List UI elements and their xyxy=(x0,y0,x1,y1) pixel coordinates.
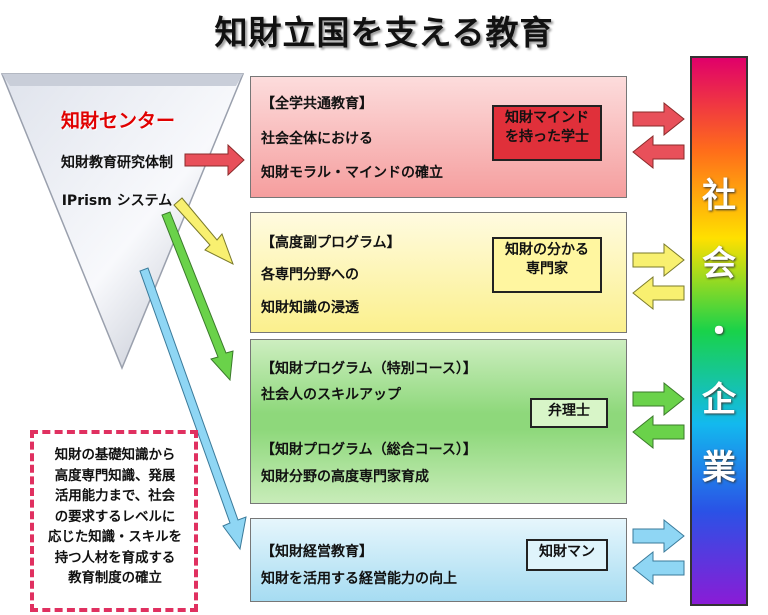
program-desc: 知財モラル・マインドの確立 xyxy=(261,165,443,181)
program-box-common: 【全学共通教育】 社会全体における 知財モラル・マインドの確立 知財マインド を… xyxy=(250,76,627,198)
program-box-management: 【知財経営教育】 知財を活用する経営能力の向上 知財マン xyxy=(250,518,627,602)
arrow-management-to-society xyxy=(632,518,685,554)
arrow-center-to-management xyxy=(139,267,247,551)
arrow-center-to-program xyxy=(161,211,234,382)
outcome-badge-bachelor: 知財マインド を持った学士 xyxy=(492,105,602,161)
center-name: 知財センター xyxy=(60,110,175,132)
badge-line: 弁理士 xyxy=(548,403,590,419)
center-line-system: IPrism システム xyxy=(61,193,173,209)
society-char: 社 xyxy=(702,176,736,216)
arrow-center-to-common xyxy=(184,143,245,177)
program-name: 【知財経営教育】 xyxy=(261,544,373,560)
arrow-center-to-minor xyxy=(173,197,234,266)
program-desc: 各専門分野への xyxy=(261,267,359,283)
badge-line: を持った学士 xyxy=(505,129,589,145)
note-line: 持つ人材を育成する xyxy=(54,550,176,566)
arrow-minor-to-society xyxy=(632,242,685,278)
program-name: 【知財プログラム（総合コース）】 xyxy=(261,442,477,458)
program-desc: 知財知識の浸透 xyxy=(261,300,359,316)
center-line-research: 知財教育研究体制 xyxy=(61,155,173,171)
program-name: 【全学共通教育】 xyxy=(261,96,373,112)
program-desc: 社会人のスキルアップ xyxy=(261,387,401,403)
note-line: 知財の基礎知識から xyxy=(54,448,176,463)
arrow-society-to-program xyxy=(632,414,685,450)
badge-line: 知財マインド xyxy=(505,110,589,126)
program-box-advanced-minor: 【高度副プログラム】 各専門分野への 知財知識の浸透 知財の分かる 専門家 xyxy=(250,212,627,333)
outcome-badge-ip-manager: 知財マン xyxy=(526,539,608,571)
badge-line: 知財の分かる xyxy=(505,242,589,258)
badge-line: 専門家 xyxy=(526,261,568,277)
arrow-common-to-society xyxy=(632,101,685,137)
program-desc: 知財分野の高度専門家育成 xyxy=(261,469,429,485)
society-char: ・ xyxy=(702,312,736,352)
society-char: 会 xyxy=(702,244,736,284)
program-name: 【知財プログラム（特別コース）】 xyxy=(261,361,477,377)
outcome-badge-specialist: 知財の分かる 専門家 xyxy=(492,237,602,293)
society-enterprise-bar: 社 会 ・ 企 業 xyxy=(690,56,748,606)
page-title: 知財立国を支える教育 xyxy=(214,13,554,52)
note-line: 応じた知識・スキルを xyxy=(48,530,182,545)
society-char: 業 xyxy=(702,448,736,488)
outcome-badge-patent-attorney: 弁理士 xyxy=(530,398,608,428)
program-box-ip-program: 【知財プログラム（特別コース）】 社会人のスキルアップ 【知財プログラム（総合コ… xyxy=(250,339,627,504)
arrow-program-to-society xyxy=(632,381,685,417)
program-desc: 社会全体における xyxy=(261,131,373,147)
education-system-note: 知財の基礎知識から 高度専門知識、発展 活用能力まで、社会 の要求するレベルに … xyxy=(30,430,198,612)
note-line: 教育制度の確立 xyxy=(68,571,162,586)
note-line: の要求するレベルに xyxy=(54,509,176,525)
arrow-society-to-minor xyxy=(632,275,685,311)
note-line: 活用能力まで、社会 xyxy=(55,489,175,504)
funnel-shape xyxy=(0,73,245,370)
arrow-society-to-common xyxy=(632,134,685,170)
badge-line: 知財マン xyxy=(539,544,595,560)
program-name: 【高度副プログラム】 xyxy=(261,235,401,251)
arrow-society-to-management xyxy=(632,550,685,586)
program-desc: 知財を活用する経営能力の向上 xyxy=(261,571,457,587)
society-char: 企 xyxy=(702,380,736,420)
note-line: 高度専門知識、発展 xyxy=(54,468,176,484)
